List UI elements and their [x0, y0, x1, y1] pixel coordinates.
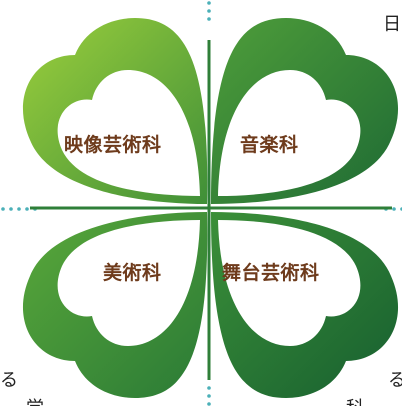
- edge-text-top-right: 日: [383, 14, 401, 35]
- center-cross: [30, 40, 392, 380]
- edge-text-bottom-right: る: [388, 370, 402, 391]
- edge-text-bottom-left-cut: 学: [26, 394, 44, 406]
- leaf-top-left: [22, 18, 208, 204]
- edge-text-bottom-left: る: [0, 370, 18, 391]
- leaf-top-right: [211, 18, 399, 204]
- label-butai-geijutsu: 舞台芸術科: [222, 262, 320, 284]
- leaf-bottom-right: [211, 212, 399, 398]
- edge-text-bottom-right-cut: 科: [346, 394, 364, 406]
- label-eizo-geijutsu: 映像芸術科: [64, 134, 162, 156]
- leaf-bottom-left: [22, 212, 208, 398]
- label-ongaku: 音楽科: [240, 134, 299, 156]
- label-bijutsu: 美術科: [103, 262, 162, 284]
